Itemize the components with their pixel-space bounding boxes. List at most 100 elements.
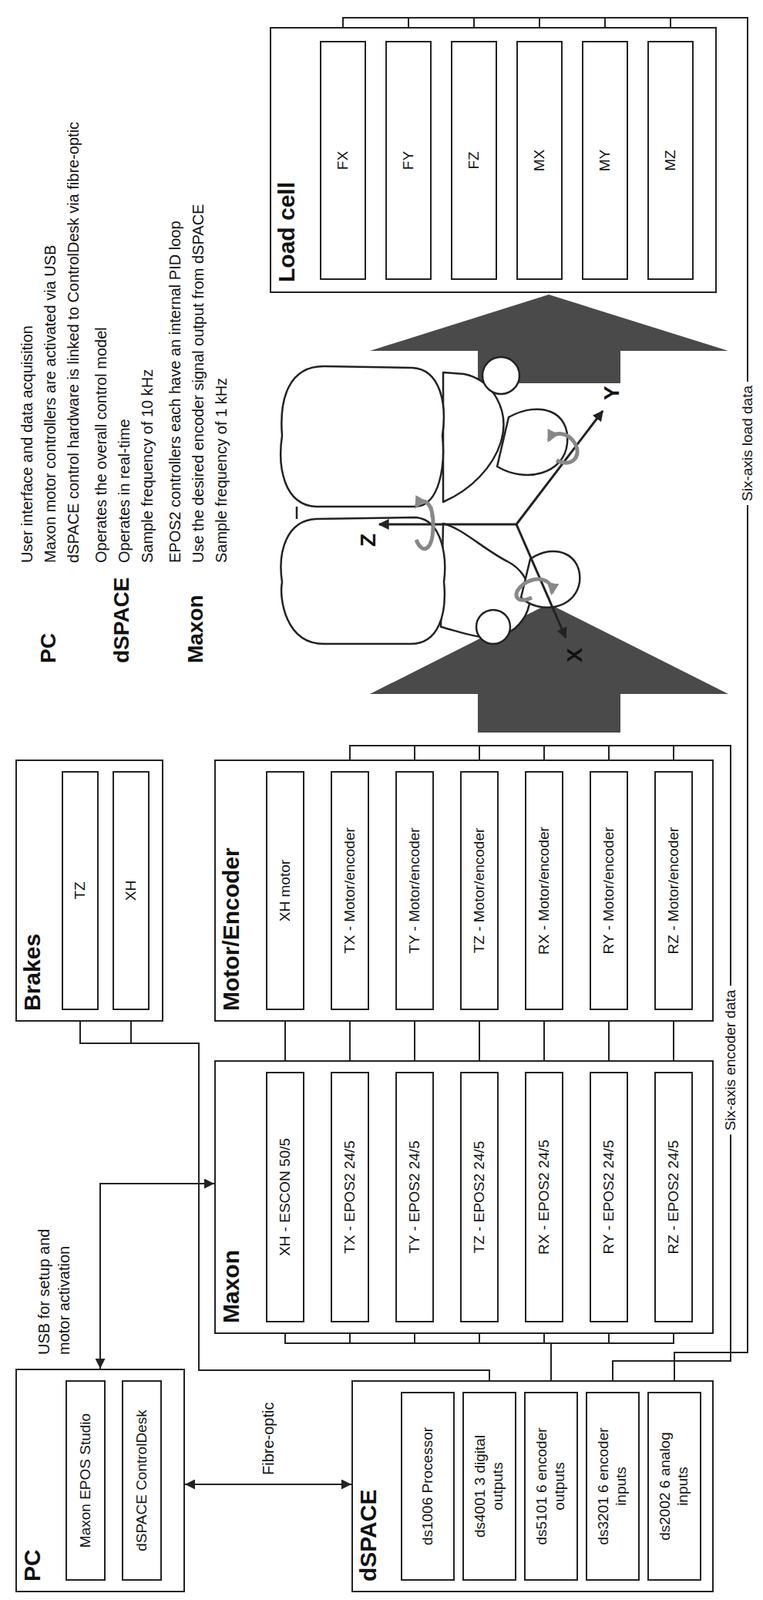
drawing-stroke xyxy=(281,517,446,644)
component-box: RX - Motor/encoder xyxy=(524,770,564,1010)
drawing-stroke xyxy=(416,500,434,549)
heading-label: X xyxy=(561,647,589,663)
box-label: ds1006 Processor xyxy=(419,1426,437,1545)
component-box: ds1006 Processor xyxy=(400,1391,455,1580)
box-label: Maxon EPOS Studio xyxy=(77,1412,95,1547)
component-box: RX - EPOS2 24/5 xyxy=(524,1071,564,1322)
component-box: XH xyxy=(112,770,150,1010)
note-text: USB for setup and motor activation xyxy=(33,1199,74,1355)
box-label: RY - EPOS2 24/5 xyxy=(600,1139,619,1254)
box-heading: dSPACE xyxy=(355,1489,382,1581)
box-label: RZ - EPOS2 24/5 xyxy=(665,1139,683,1254)
box-label: RY - Motor/encoder xyxy=(600,826,619,954)
box-label: ds3201 6 encoder inputs xyxy=(594,1414,631,1557)
box-label: TX - Motor/encoder xyxy=(341,826,360,954)
component-box: Maxon EPOS Studio xyxy=(65,1379,106,1580)
note-text: Operates the overall control model xyxy=(90,326,111,563)
component-box: ds2002 6 analog inputs xyxy=(647,1391,702,1580)
axes xyxy=(379,410,603,638)
heading-label: Z xyxy=(354,533,383,547)
connector xyxy=(342,17,748,1392)
box-label: TY - Motor/encoder xyxy=(406,826,424,953)
note-text: Sample frequency of 10 kHz xyxy=(137,369,158,563)
drawing-stroke xyxy=(516,578,552,600)
heading-label: Maxon xyxy=(181,594,210,663)
component-box: TY - EPOS2 24/5 xyxy=(395,1071,434,1322)
box-label: MX xyxy=(531,149,549,172)
note-text: User interface and data acquisition xyxy=(16,325,37,563)
component-box: TY - Motor/encoder xyxy=(395,770,434,1010)
drawing-stroke xyxy=(516,524,566,638)
component-box: RZ - EPOS2 24/5 xyxy=(654,1071,693,1322)
component-box: XH motor xyxy=(265,770,305,1010)
note-text: Fibre-optic xyxy=(258,1401,279,1475)
box-label: TZ xyxy=(71,880,90,899)
note-text: Sample frequency of 1 kHz xyxy=(211,377,232,563)
drawing-stroke xyxy=(379,523,517,526)
component-box: TX - EPOS2 24/5 xyxy=(330,1071,370,1322)
box-label: XH motor xyxy=(276,859,295,921)
signal-label: Six-axis encoder data xyxy=(721,985,741,1135)
note-text: Operates in real-time xyxy=(114,418,135,563)
connector xyxy=(100,1183,215,1369)
drawing-stroke xyxy=(280,366,444,507)
box-heading: Brakes xyxy=(19,933,46,1011)
box-heading: Maxon xyxy=(218,1249,245,1323)
heading-label: Y xyxy=(598,385,626,400)
box-label: RX - EPOS2 24/5 xyxy=(535,1139,554,1254)
box-label: TZ - Motor/encoder xyxy=(470,827,489,954)
box-label: MY xyxy=(596,149,615,172)
drawing-stroke xyxy=(296,506,432,519)
drawing-stroke xyxy=(476,609,511,644)
signal-label: Six-axis load data xyxy=(738,381,758,505)
component-box: MY xyxy=(581,40,629,280)
note-text: dSPACE control hardware is linked to Con… xyxy=(63,121,84,563)
component-box: FZ xyxy=(450,40,498,280)
drawing-stroke xyxy=(516,410,603,525)
component-box: RY - Motor/encoder xyxy=(589,770,629,1010)
component-box: TX - Motor/encoder xyxy=(330,770,370,1010)
group-box: Maxon XH - ESCON 50/5 TX - EPOS2 24/5 TY - … xyxy=(214,1059,714,1334)
group-box: Motor/Encoder XH motor TX - Motor/encoder T… xyxy=(214,759,714,1022)
box-label: RZ - Motor/encoder xyxy=(665,826,683,955)
drawing-stroke xyxy=(482,356,520,394)
group-box: dSPACE ds1006 Processor ds4001 3 digital o… xyxy=(351,1379,714,1592)
box-label: MZ xyxy=(662,149,680,171)
heading-label: dSPACE xyxy=(107,577,136,664)
component-box: dSPACE ControlDesk xyxy=(121,1379,162,1580)
drawing-stroke xyxy=(497,409,568,475)
component-box: FY xyxy=(385,40,432,280)
note-text: Use the desired encoder signal output fr… xyxy=(188,204,209,563)
box-label: RX - Motor/encoder xyxy=(535,826,554,955)
box-label: ds4001 3 digital outputs xyxy=(471,1414,508,1557)
component-box: TZ xyxy=(61,770,99,1010)
group-box: Load cell FXFY FZ MX MY MZ xyxy=(269,26,717,293)
box-label: FZ xyxy=(465,151,484,169)
load-arrows xyxy=(369,294,729,733)
box-label: ds2002 6 analog inputs xyxy=(656,1414,693,1557)
component-box: XH - ESCON 50/5 xyxy=(265,1071,305,1322)
note-text: EPOS2 controllers each have an internal … xyxy=(164,220,185,563)
component-box: ds3201 6 encoder inputs xyxy=(585,1391,640,1580)
box-heading: Motor/Encoder xyxy=(218,847,245,1011)
box-heading: PC xyxy=(19,1548,46,1581)
box-label: dSPACE ControlDesk xyxy=(133,1408,152,1550)
component-box: ds4001 3 digital outputs xyxy=(462,1391,517,1580)
component-box: FX xyxy=(319,40,367,280)
component-box: RZ - Motor/encoder xyxy=(654,770,693,1010)
component-box: MZ xyxy=(647,40,694,280)
group-box: PC Maxon EPOS Studio dSPACE ControlDesk xyxy=(15,1368,185,1592)
box-label: TZ - EPOS2 24/5 xyxy=(470,1140,489,1254)
box-label: XH xyxy=(122,880,141,901)
box-label: ds5101 6 encoder outputs xyxy=(533,1414,569,1557)
component-box: MX xyxy=(516,40,563,280)
component-box: TZ - Motor/encoder xyxy=(460,770,499,1010)
box-label: XH - ESCON 50/5 xyxy=(276,1137,295,1256)
note-text: Maxon motor controllers are activated vi… xyxy=(40,245,61,563)
component-box: RY - EPOS2 24/5 xyxy=(589,1071,629,1322)
box-label: TX - EPOS2 24/5 xyxy=(341,1139,360,1254)
box-heading: Load cell xyxy=(273,181,300,283)
connector xyxy=(184,1482,352,1485)
heading-label: PC xyxy=(34,632,63,663)
box-label: TY - EPOS2 24/5 xyxy=(406,1139,424,1253)
